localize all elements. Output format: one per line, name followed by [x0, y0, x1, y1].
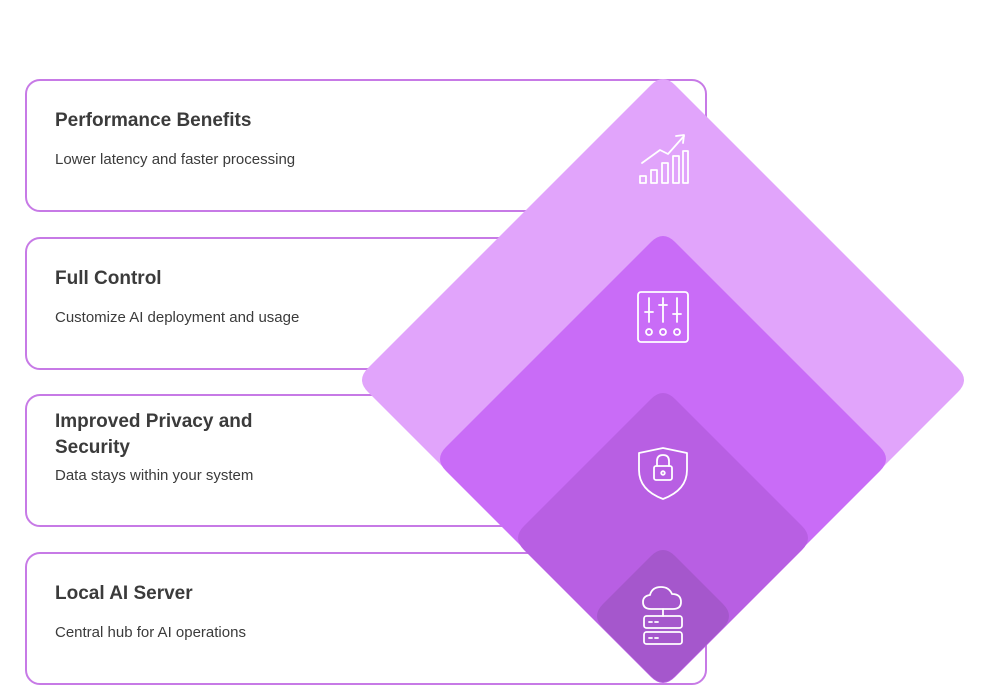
card-description: Lower latency and faster processing — [55, 151, 295, 168]
card-description: Customize AI deployment and usage — [55, 309, 299, 326]
card-description: Data stays within your system — [55, 467, 253, 484]
card-title: Full Control — [55, 268, 162, 289]
card-title-line-2: Security — [55, 437, 130, 458]
card-description: Central hub for AI operations — [55, 624, 246, 641]
growth-chart-icon — [639, 134, 689, 184]
card-title-line-1: Improved Privacy and — [55, 411, 252, 432]
diamond-layer-security — [518, 393, 808, 683]
card-title: Performance Benefits — [55, 110, 251, 131]
cloud-server-icon — [642, 586, 683, 645]
sliders-icon — [637, 291, 689, 343]
shield-lock-icon — [638, 447, 688, 500]
card-performance-benefits: Performance Benefits Lower latency and f… — [25, 79, 707, 212]
card-title: Local AI Server — [55, 583, 193, 604]
